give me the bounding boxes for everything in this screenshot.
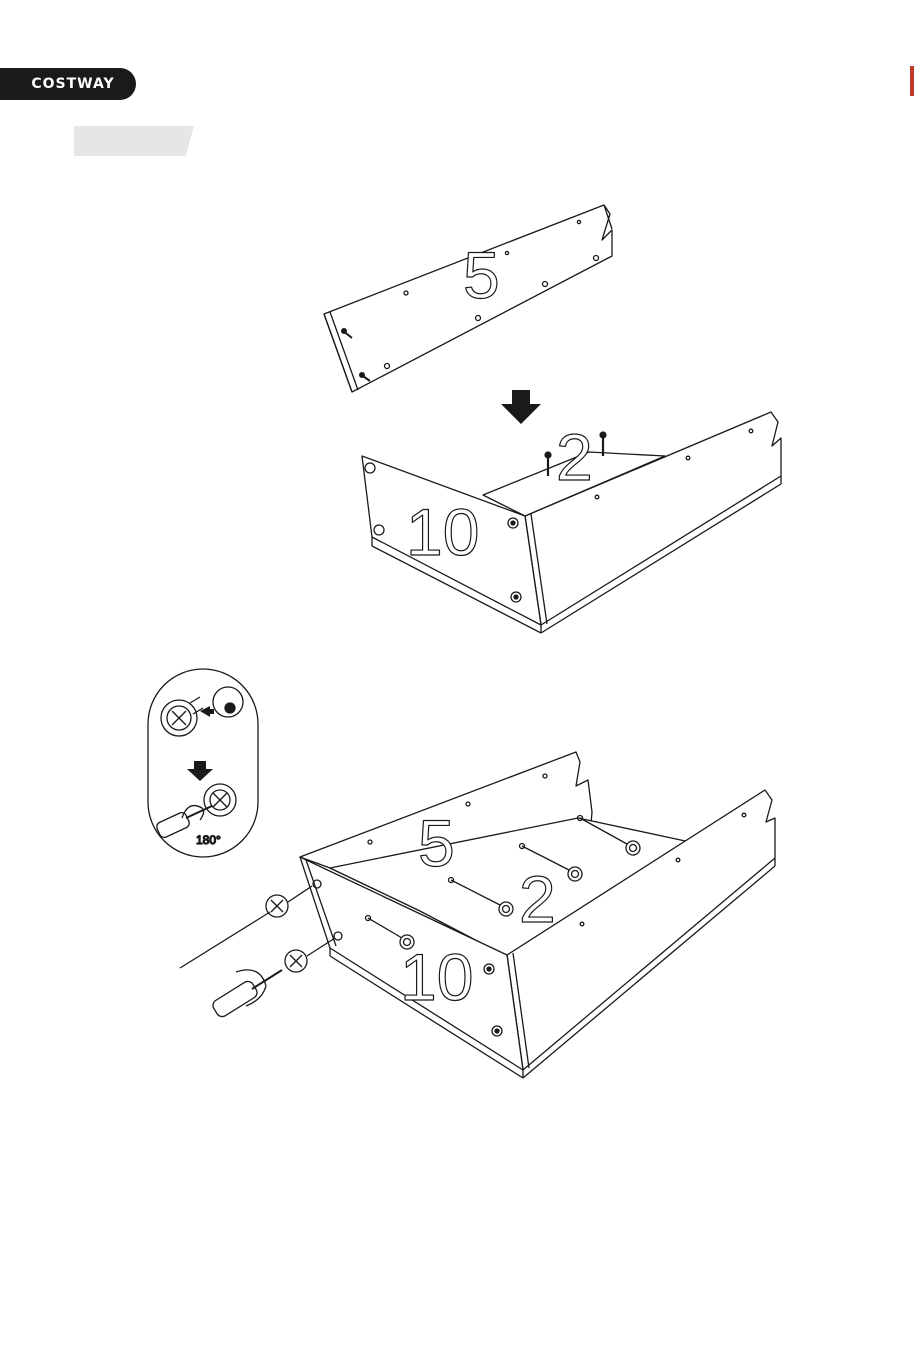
panel-label-10-bottom: 10 [400,940,473,1014]
cam-lock-inset: 180° [148,669,258,857]
panel-label-10-top: 10 [406,495,479,569]
screwdriver-icon [211,970,282,1019]
top-diagram: 5 2 10 [324,205,781,633]
rotation-angle-label: 180° [196,833,221,847]
panel-label-5-top: 5 [463,238,500,312]
panel-label-5-bottom: 5 [418,806,455,880]
bottom-diagram [180,752,775,1078]
down-arrow-icon [501,390,541,424]
panel-label-2-bottom: 2 [519,862,556,936]
panel-label-2-top: 2 [556,420,593,494]
